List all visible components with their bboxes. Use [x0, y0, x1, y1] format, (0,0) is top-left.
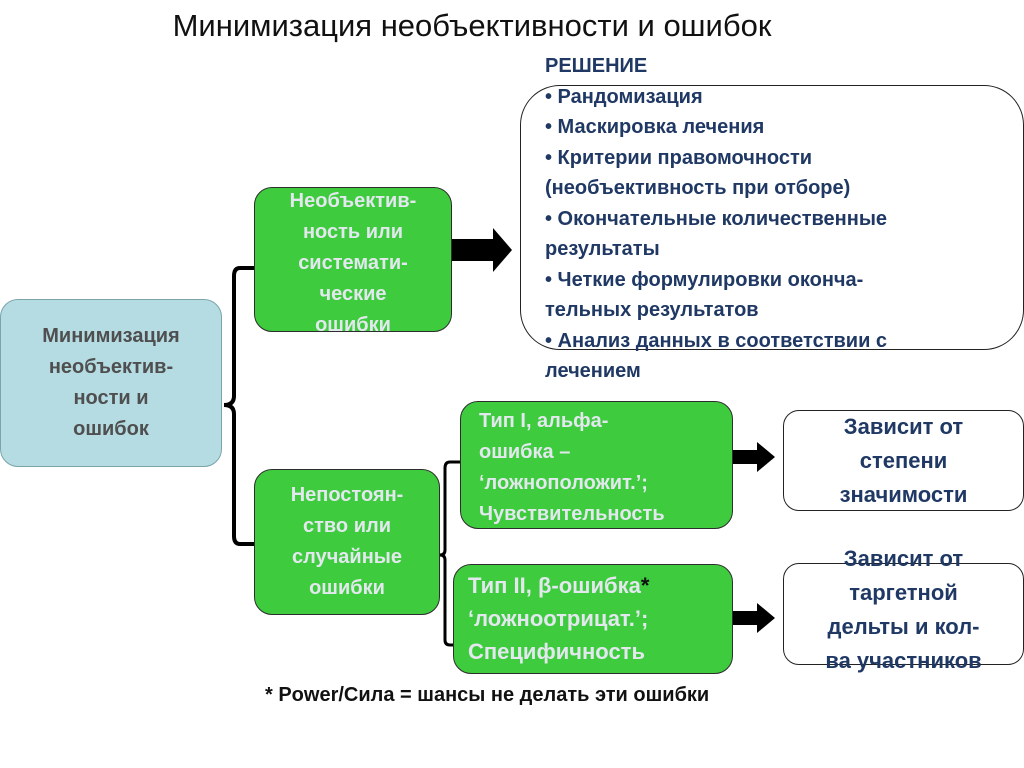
type2-line3: Специфичность: [468, 639, 645, 664]
bias-line: ошибки: [315, 314, 391, 332]
type2-box: Тип II, β-ошибка* ‘ложноотрицат.’; Специ…: [453, 564, 733, 674]
arrow-type1-significance: [733, 442, 775, 472]
solution-item: результаты: [545, 238, 660, 260]
root-box: Минимизация необъектив- ности и ошибок: [0, 299, 222, 467]
delta-box: Зависит от таргетной дельты и кол- ва уч…: [783, 546, 1024, 673]
bias-line: системати-: [298, 252, 408, 274]
solution-item: (необъективность при отборе): [545, 177, 851, 199]
type1-line: Тип I, альфа-: [479, 410, 609, 432]
solution-heading: РЕШЕНИЕ: [545, 55, 648, 77]
solution-item: • Рандомизация: [545, 85, 703, 108]
solution-item: • Окончательные количественные: [545, 207, 888, 230]
delta-line: ва участников: [825, 648, 982, 673]
random-line: Непостоян-: [290, 484, 404, 506]
significance-line: Зависит от: [843, 413, 964, 439]
significance-box: Зависит от степени значимости: [783, 410, 1024, 511]
root-line: Минимизация: [42, 325, 180, 347]
delta-line: дельты и кол-: [827, 614, 980, 639]
root-line: ошибок: [73, 418, 149, 440]
solution-item: лечением: [545, 360, 641, 382]
footnote: * Power/Сила = шансы не делать эти ошибк…: [265, 684, 710, 706]
type2-line2: ‘ложноотрицат.’;: [468, 606, 649, 631]
solution-item: • Критерии правомочности: [545, 146, 813, 169]
type1-line: ошибка –: [479, 441, 571, 463]
type1-line: ‘ложноположит.’;: [479, 472, 648, 494]
arrow-bias-solution: [452, 228, 512, 272]
random-line: ошибки: [309, 577, 385, 599]
delta-line: Зависит от: [843, 546, 964, 571]
significance-line: значимости: [839, 481, 968, 507]
random-box: Непостоян- ство или случайные ошибки: [254, 469, 440, 615]
type2-line1: Тип II, β-ошибка: [468, 573, 641, 598]
solution-item: • Маскировка лечения: [545, 116, 765, 138]
solution-item: • Четкие формулировки оконча-: [545, 268, 864, 291]
solution-item: • Анализ данных в соответствии с: [545, 329, 888, 352]
delta-line: таргетной: [849, 580, 958, 605]
type1-line: Чувствительность: [479, 503, 665, 525]
random-line: случайные: [292, 546, 402, 568]
arrow-type2-delta: [733, 603, 775, 633]
bias-line: Необъектив-: [289, 190, 417, 212]
solution-text: РЕШЕНИЕ • Рандомизация • Маскировка лече…: [545, 51, 1015, 387]
solution-box: [520, 85, 1024, 350]
bias-box: Необъектив- ность или системати- ческие …: [254, 187, 452, 332]
root-line: ности и: [73, 387, 149, 409]
bias-line: ческие: [319, 283, 387, 305]
significance-line: степени: [859, 447, 948, 473]
solution-item: тельных результатов: [545, 299, 759, 321]
type2-line: Тип II, β-ошибка*: [468, 569, 649, 602]
brace-root: [223, 266, 256, 546]
bias-line: ность или: [302, 221, 404, 243]
random-line: ство или: [302, 515, 392, 537]
root-line: необъектив-: [48, 356, 174, 378]
type1-box: Тип I, альфа- ошибка – ‘ложноположит.’; …: [460, 401, 733, 529]
power-star: *: [640, 573, 650, 598]
page-title: Минимизация необъективности и ошибок: [172, 8, 772, 43]
